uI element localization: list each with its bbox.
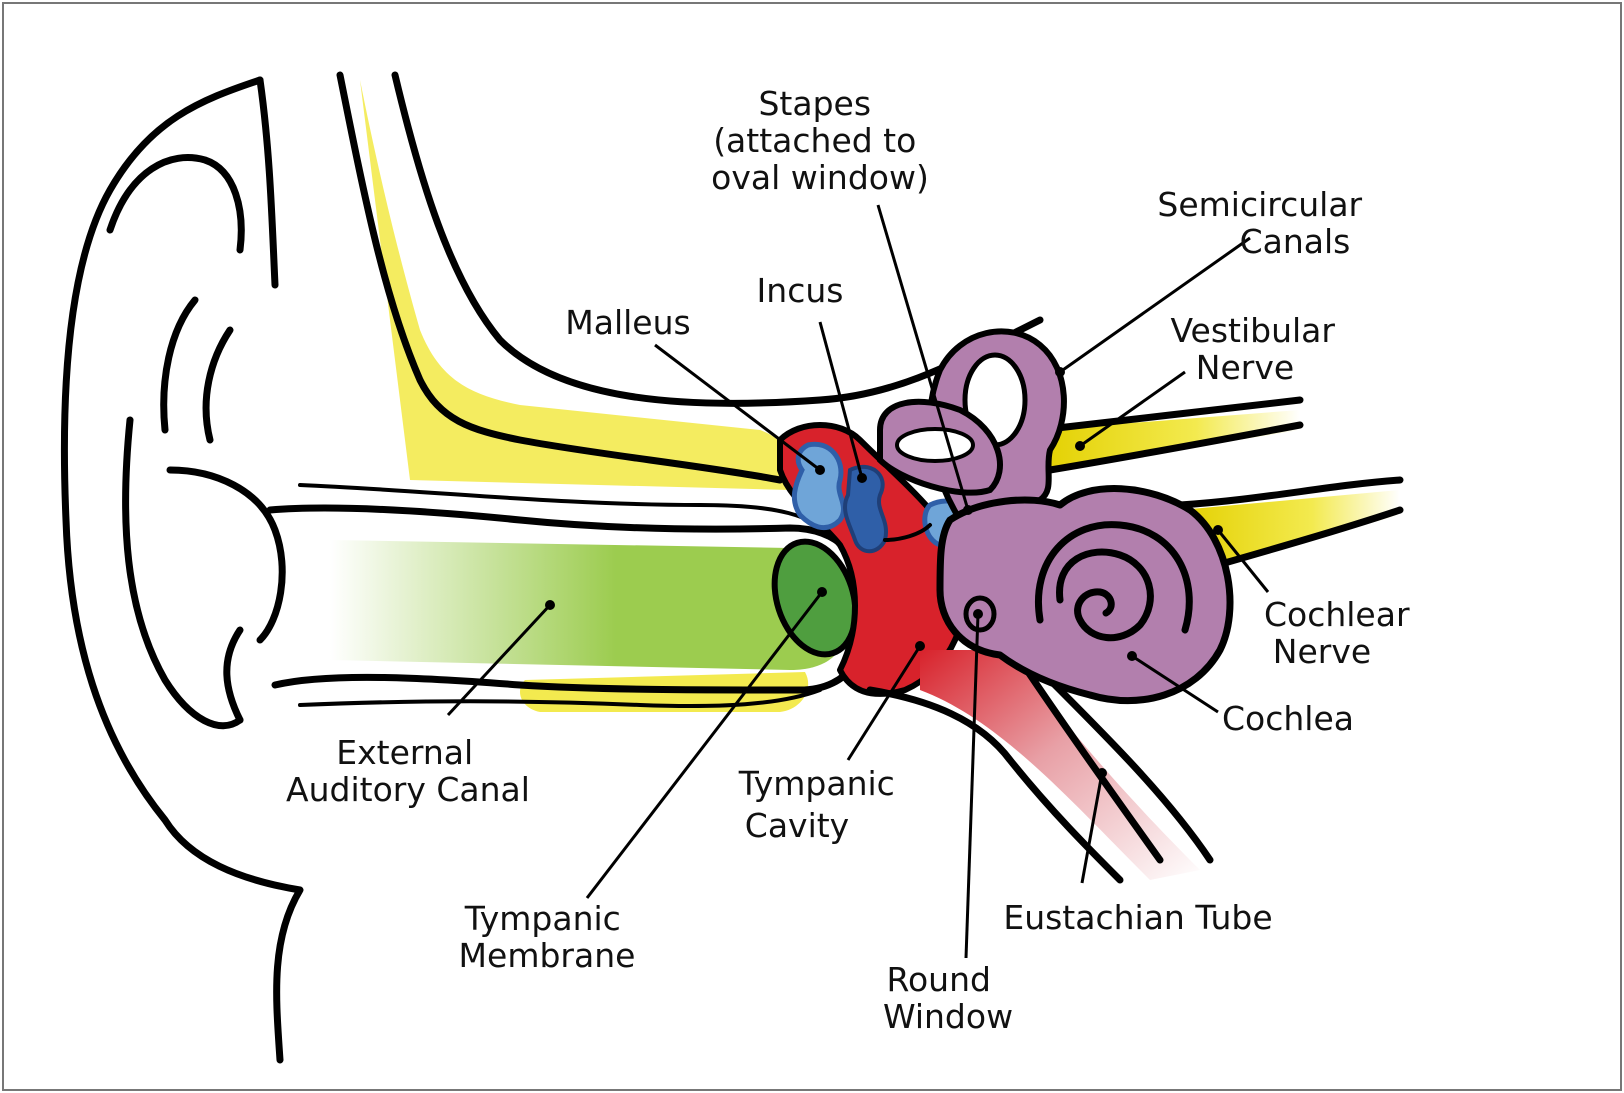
leader-lines xyxy=(446,204,1270,959)
auricle xyxy=(60,76,304,1064)
dot-malleus xyxy=(815,465,825,475)
label-tympanic-cavity-line-1: Tympanic xyxy=(738,764,895,803)
label-cochlea: Cochlea xyxy=(1222,699,1354,738)
label-stapes-line-3: oval window) xyxy=(711,158,929,197)
bone-upper xyxy=(360,80,794,490)
leader-cochlea xyxy=(1131,654,1219,714)
label-tympanic-cavity-line-2: Cavity xyxy=(745,806,849,845)
dot-round-window xyxy=(973,609,983,619)
leader-stapes xyxy=(876,204,970,511)
label-stapes-line-1: Stapes xyxy=(758,84,871,123)
label-stapes-line-2: (attached to xyxy=(713,121,916,160)
leader-malleus xyxy=(654,343,821,472)
leader-cochlear-nerve xyxy=(1216,529,1270,593)
dot-tympanic-membrane xyxy=(817,587,827,597)
label-round-window-line-2: Window xyxy=(883,997,1013,1036)
label-eustachian-line-1: Eustachian Tube xyxy=(1003,898,1272,937)
label-semicircular-line-1: Semicircular xyxy=(1157,185,1362,224)
ossicles xyxy=(791,441,984,554)
label-external-line-2: Auditory Canal xyxy=(286,770,530,809)
label-incus-line-1: Incus xyxy=(757,271,844,310)
label-incus: Incus xyxy=(757,271,844,310)
label-vestibular-nerve: Vestibular Nerve xyxy=(1171,311,1346,387)
label-cochlear-nerve-line-1: Cochlear xyxy=(1264,595,1410,634)
label-external-auditory-canal: External Auditory Canal xyxy=(286,733,530,809)
malleus-shape xyxy=(791,441,847,531)
label-eustachian-tube: Eustachian Tube xyxy=(1003,898,1272,937)
label-stapes: Stapes (attached to oval window) xyxy=(711,84,929,197)
dot-eustachian xyxy=(1097,768,1107,778)
label-cochlear-nerve-line-2: Nerve xyxy=(1273,632,1371,671)
dot-semicircular xyxy=(1055,367,1065,377)
leader-vestibular xyxy=(1079,370,1186,448)
label-round-window: Round Window xyxy=(883,960,1013,1036)
leader-eustachian xyxy=(1080,772,1104,884)
label-tympanic-cavity: Tympanic Cavity xyxy=(738,764,906,845)
label-semicircular-line-2: Canals xyxy=(1240,222,1351,261)
label-tympanic-membrane-line-1: Tympanic xyxy=(464,899,621,938)
leader-incus xyxy=(818,321,864,479)
label-round-window-line-1: Round xyxy=(887,960,991,999)
leader-tympanic-cavity xyxy=(846,645,922,761)
dot-cochlear-nerve xyxy=(1213,525,1223,535)
label-tympanic-membrane-line-2: Membrane xyxy=(459,936,636,975)
labels: Stapes (attached to oval window) Semicir… xyxy=(286,84,1420,1036)
label-cochlear-nerve: Cochlear Nerve xyxy=(1264,595,1420,671)
dot-stapes xyxy=(963,505,973,515)
dot-vestibular xyxy=(1075,441,1085,451)
label-malleus: Malleus xyxy=(565,303,690,342)
leader-semicircular xyxy=(1059,236,1251,374)
label-vestibular-line-1: Vestibular xyxy=(1171,311,1336,350)
label-malleus-line-1: Malleus xyxy=(565,303,690,342)
label-vestibular-line-2: Nerve xyxy=(1196,348,1294,387)
dot-cochlea xyxy=(1127,651,1137,661)
dot-external-canal xyxy=(545,600,555,610)
leader-external-canal xyxy=(446,603,552,717)
dot-incus xyxy=(857,473,867,483)
label-tympanic-membrane: Tympanic Membrane xyxy=(459,899,636,975)
label-semicircular-canals: Semicircular Canals xyxy=(1157,185,1372,261)
dot-tympanic-cavity xyxy=(915,641,925,651)
leader-tympanic-membrane xyxy=(585,591,824,899)
label-external-line-1: External xyxy=(336,733,473,772)
leader-round-window xyxy=(964,613,980,959)
inner-ear xyxy=(877,328,1234,705)
external-auditory-canal-shape xyxy=(266,483,875,709)
label-cochlea-line-1: Cochlea xyxy=(1222,699,1354,738)
